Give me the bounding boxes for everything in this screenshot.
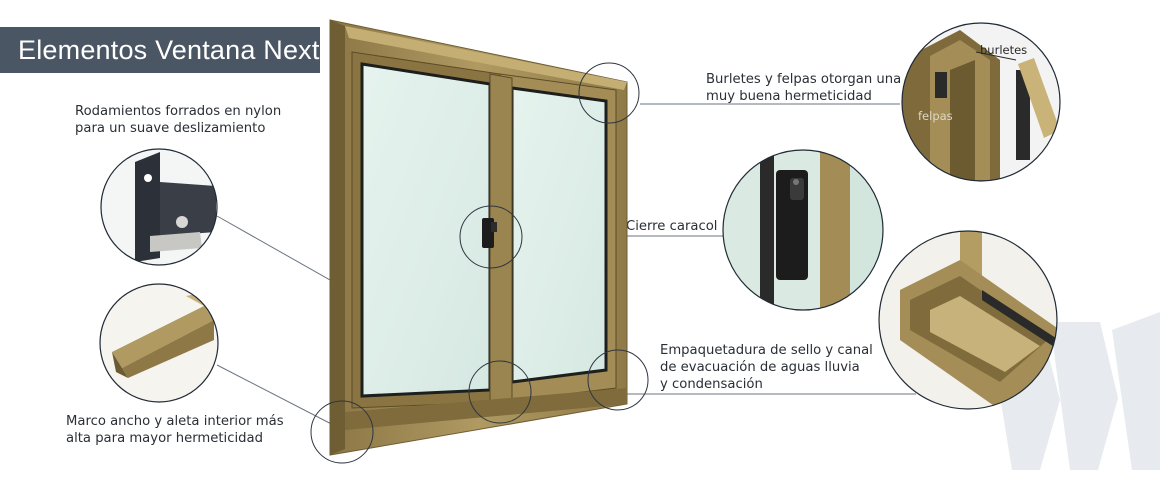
burletes-line-2: muy buena hermeticidad [706,89,872,104]
marco-line-1: Marco ancho y aleta interior más [66,414,284,429]
detail-rodamientos [100,148,218,266]
rodamientos-line-2: para un suave deslizamiento [75,121,266,136]
rodamientos-line-1: Rodamientos forrados en nylon [75,104,282,119]
left-glass [360,62,492,398]
empaquetadura-line-3: y condensación [660,377,763,392]
frame-depth-left [330,20,345,455]
detail-empaquetadura [878,230,1058,410]
cierre-line-1: Cierre caracol [626,219,718,234]
window-highlight-circles [310,62,649,464]
detail-burletes: burletes felpas [901,22,1061,182]
empaquetadura-callout: Empaquetadura de sello y canal de evacua… [660,342,873,393]
detail-cierre [722,149,884,311]
rodamientos-callout: Rodamientos forrados en nylon para un su… [75,103,281,137]
bottom-sill [345,388,627,430]
right-glass [510,86,608,384]
marco-line-2: alta para mayor hermeticidad [66,431,263,446]
marco-callout: Marco ancho y aleta interior más alta pa… [66,413,284,447]
felpas-detail-label: felpas [918,109,953,123]
burletes-pointer [975,51,1017,61]
detail-marco [99,283,219,403]
burletes-detail-label: burletes [980,43,1027,57]
frame-top-highlight [345,26,627,90]
empaquetadura-line-1: Empaquetadura de sello y canal [660,343,873,358]
empaquetadura-line-2: de evacuación de aguas lluvia [660,360,860,375]
burletes-line-1: Burletes y felpas otorgan una [706,72,902,87]
window-lock-handle-knob [491,222,497,232]
window [329,19,628,456]
page-title: Elementos Ventana Next [0,27,320,73]
cierre-callout: Cierre caracol [626,218,717,235]
burletes-callout: Burletes y felpas otorgan una muy buena … [706,71,901,105]
